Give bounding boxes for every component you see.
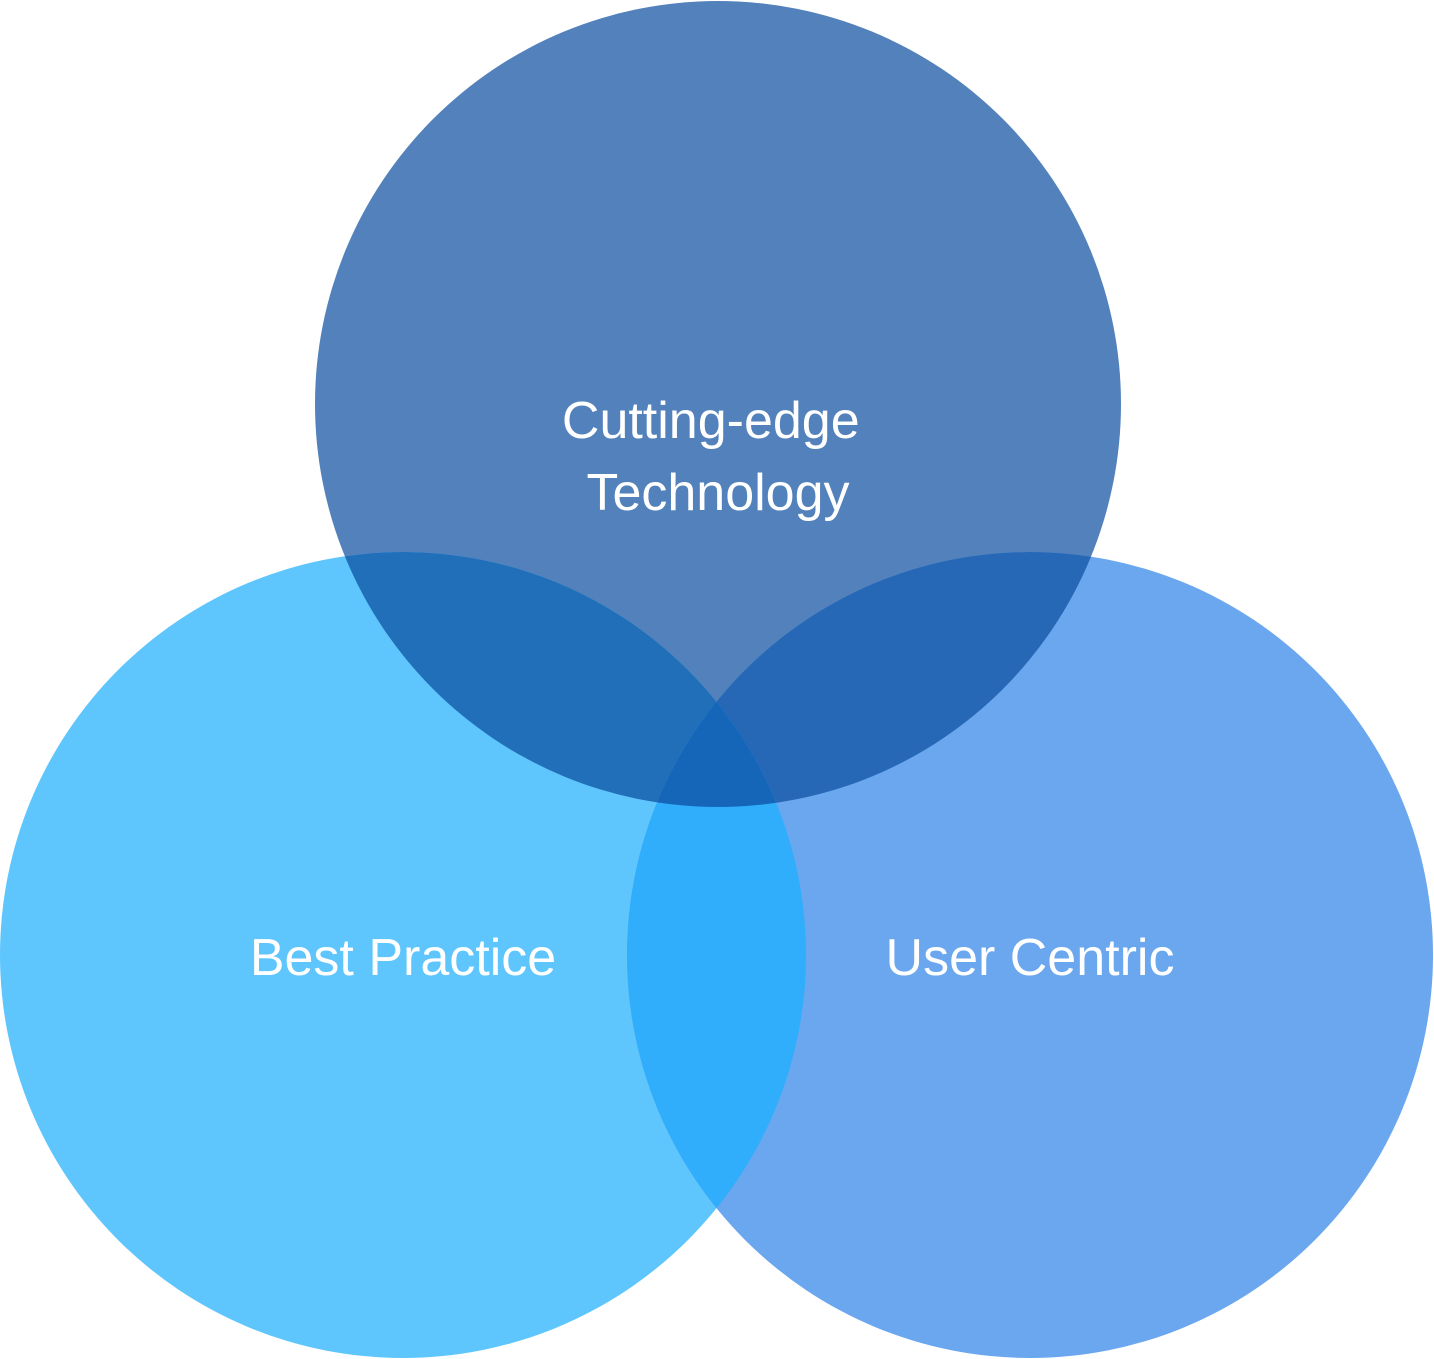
label-top-line-2: Technology — [586, 464, 849, 522]
overlap-top-right — [627, 552, 1121, 807]
label-top: Cutting-edge Technology — [562, 392, 874, 522]
label-top-line-1: Cutting-edge — [562, 392, 860, 450]
label-left: Best Practice — [250, 929, 556, 987]
overlap-top-left — [315, 552, 806, 807]
label-right: User Centric — [886, 929, 1175, 987]
